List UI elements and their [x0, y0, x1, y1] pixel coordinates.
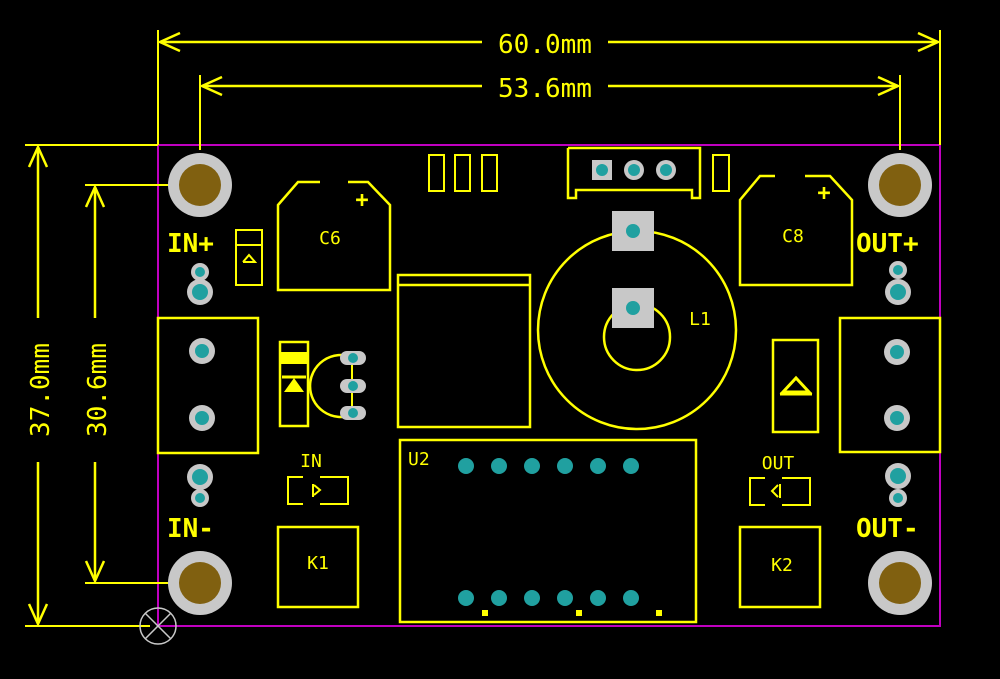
ic-u2: U2 [398, 438, 698, 624]
mounting-pad-bottom-left [168, 551, 232, 615]
transistor-to92 [308, 351, 366, 420]
mounting-pad-bottom-right [868, 551, 932, 615]
ic-u2-pins-bottom [458, 590, 639, 606]
button-k2: K2 [738, 525, 822, 609]
dimension-label-60mm: 60.0mm [498, 30, 592, 60]
label-in-plus: IN+ [167, 229, 214, 259]
output-terminal-block [838, 316, 942, 454]
board-outline [157, 144, 941, 627]
origin-marker [139, 607, 177, 645]
label-led-in: IN [300, 451, 322, 472]
ic-u2-pins-top [458, 458, 639, 474]
dimension-height-holes: 30.6mm [83, 183, 170, 585]
vias-left [187, 263, 213, 507]
resistor-array-top [428, 154, 730, 192]
diode-left [278, 340, 310, 428]
dimension-label-37mm: 37.0mm [26, 343, 56, 437]
dimension-width-holes: 53.6mm [198, 74, 902, 150]
dimension-height-outer: 37.0mm [25, 143, 158, 628]
dimension-label-53-6mm: 53.6mm [498, 74, 592, 104]
input-terminal-block [156, 316, 260, 455]
led-in: IN [287, 451, 349, 505]
smd-component-left [235, 229, 263, 286]
dimension-label-30-6mm: 30.6mm [83, 343, 113, 437]
mounting-pad-top-right [868, 153, 932, 217]
label-out-minus: OUT- [856, 514, 919, 544]
mounting-pad-top-left [168, 153, 232, 217]
diode-right [771, 338, 820, 434]
capacitor-c8: C8 + [738, 174, 854, 287]
vias-right [885, 261, 911, 507]
label-in-minus: IN- [167, 514, 214, 544]
button-k1: K1 [276, 525, 360, 609]
potentiometer-header [566, 146, 702, 200]
led-out: OUT [749, 453, 811, 506]
label-c8-plus: + [817, 181, 830, 206]
label-k2: K2 [771, 555, 793, 576]
dimension-width-outer: 60.0mm [156, 30, 942, 145]
label-u2: U2 [408, 449, 430, 470]
capacitor-c6: C6 + [276, 180, 392, 292]
inductor-l1: L1 [536, 211, 738, 431]
label-k1: K1 [307, 553, 329, 574]
label-c6-plus: + [355, 188, 368, 213]
label-led-out: OUT [762, 453, 795, 474]
smd-diode-large [396, 273, 532, 429]
label-c8: C8 [782, 226, 804, 247]
label-l1: L1 [689, 309, 711, 330]
label-c6: C6 [319, 228, 341, 249]
label-out-plus: OUT+ [856, 229, 919, 259]
